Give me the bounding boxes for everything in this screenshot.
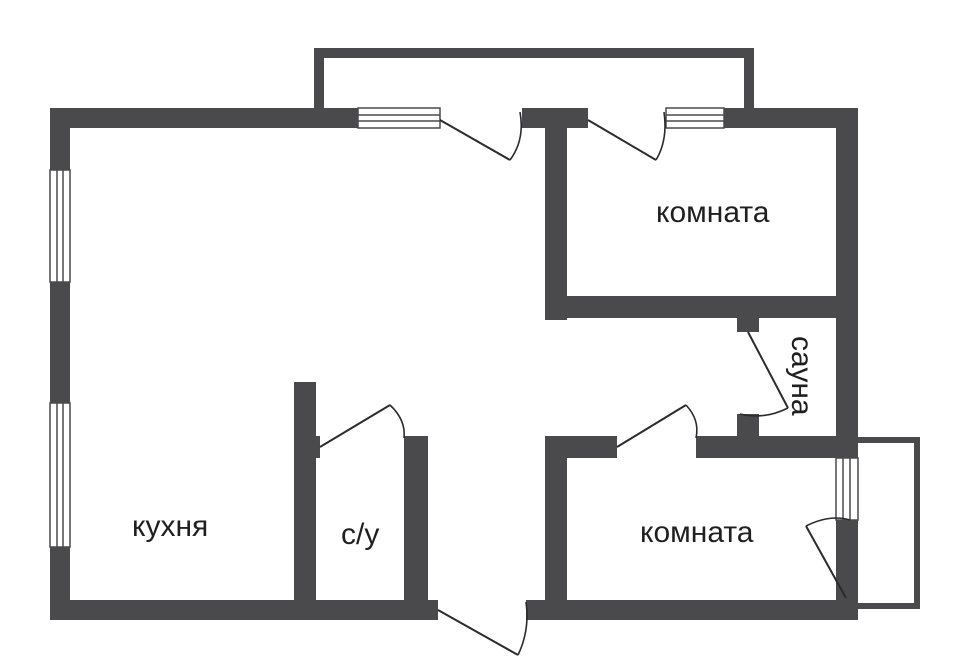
door-balcony-right [587,111,666,161]
door-balcony-right-small [805,517,851,599]
balcony-top [314,48,754,110]
label-kitchen: кухня [132,510,208,543]
door-balcony-left [439,111,523,161]
label-room-bottom: комната [640,516,754,549]
window-left-lower [49,402,71,548]
door-room-bottom [616,404,698,448]
balcony-right [852,437,920,609]
label-bathroom: с/у [341,518,379,551]
door-entrance [437,601,528,656]
window-top-left [357,107,441,129]
label-sauna: сауна [785,336,818,416]
exterior-walls [50,108,858,620]
label-room-top: комната [656,196,770,229]
door-sauna [739,331,789,417]
window-left-upper [49,169,71,283]
door-bathroom [319,404,406,448]
window-right-balcony [835,457,859,521]
interior-walls [294,108,858,620]
window-top-right [665,107,725,129]
